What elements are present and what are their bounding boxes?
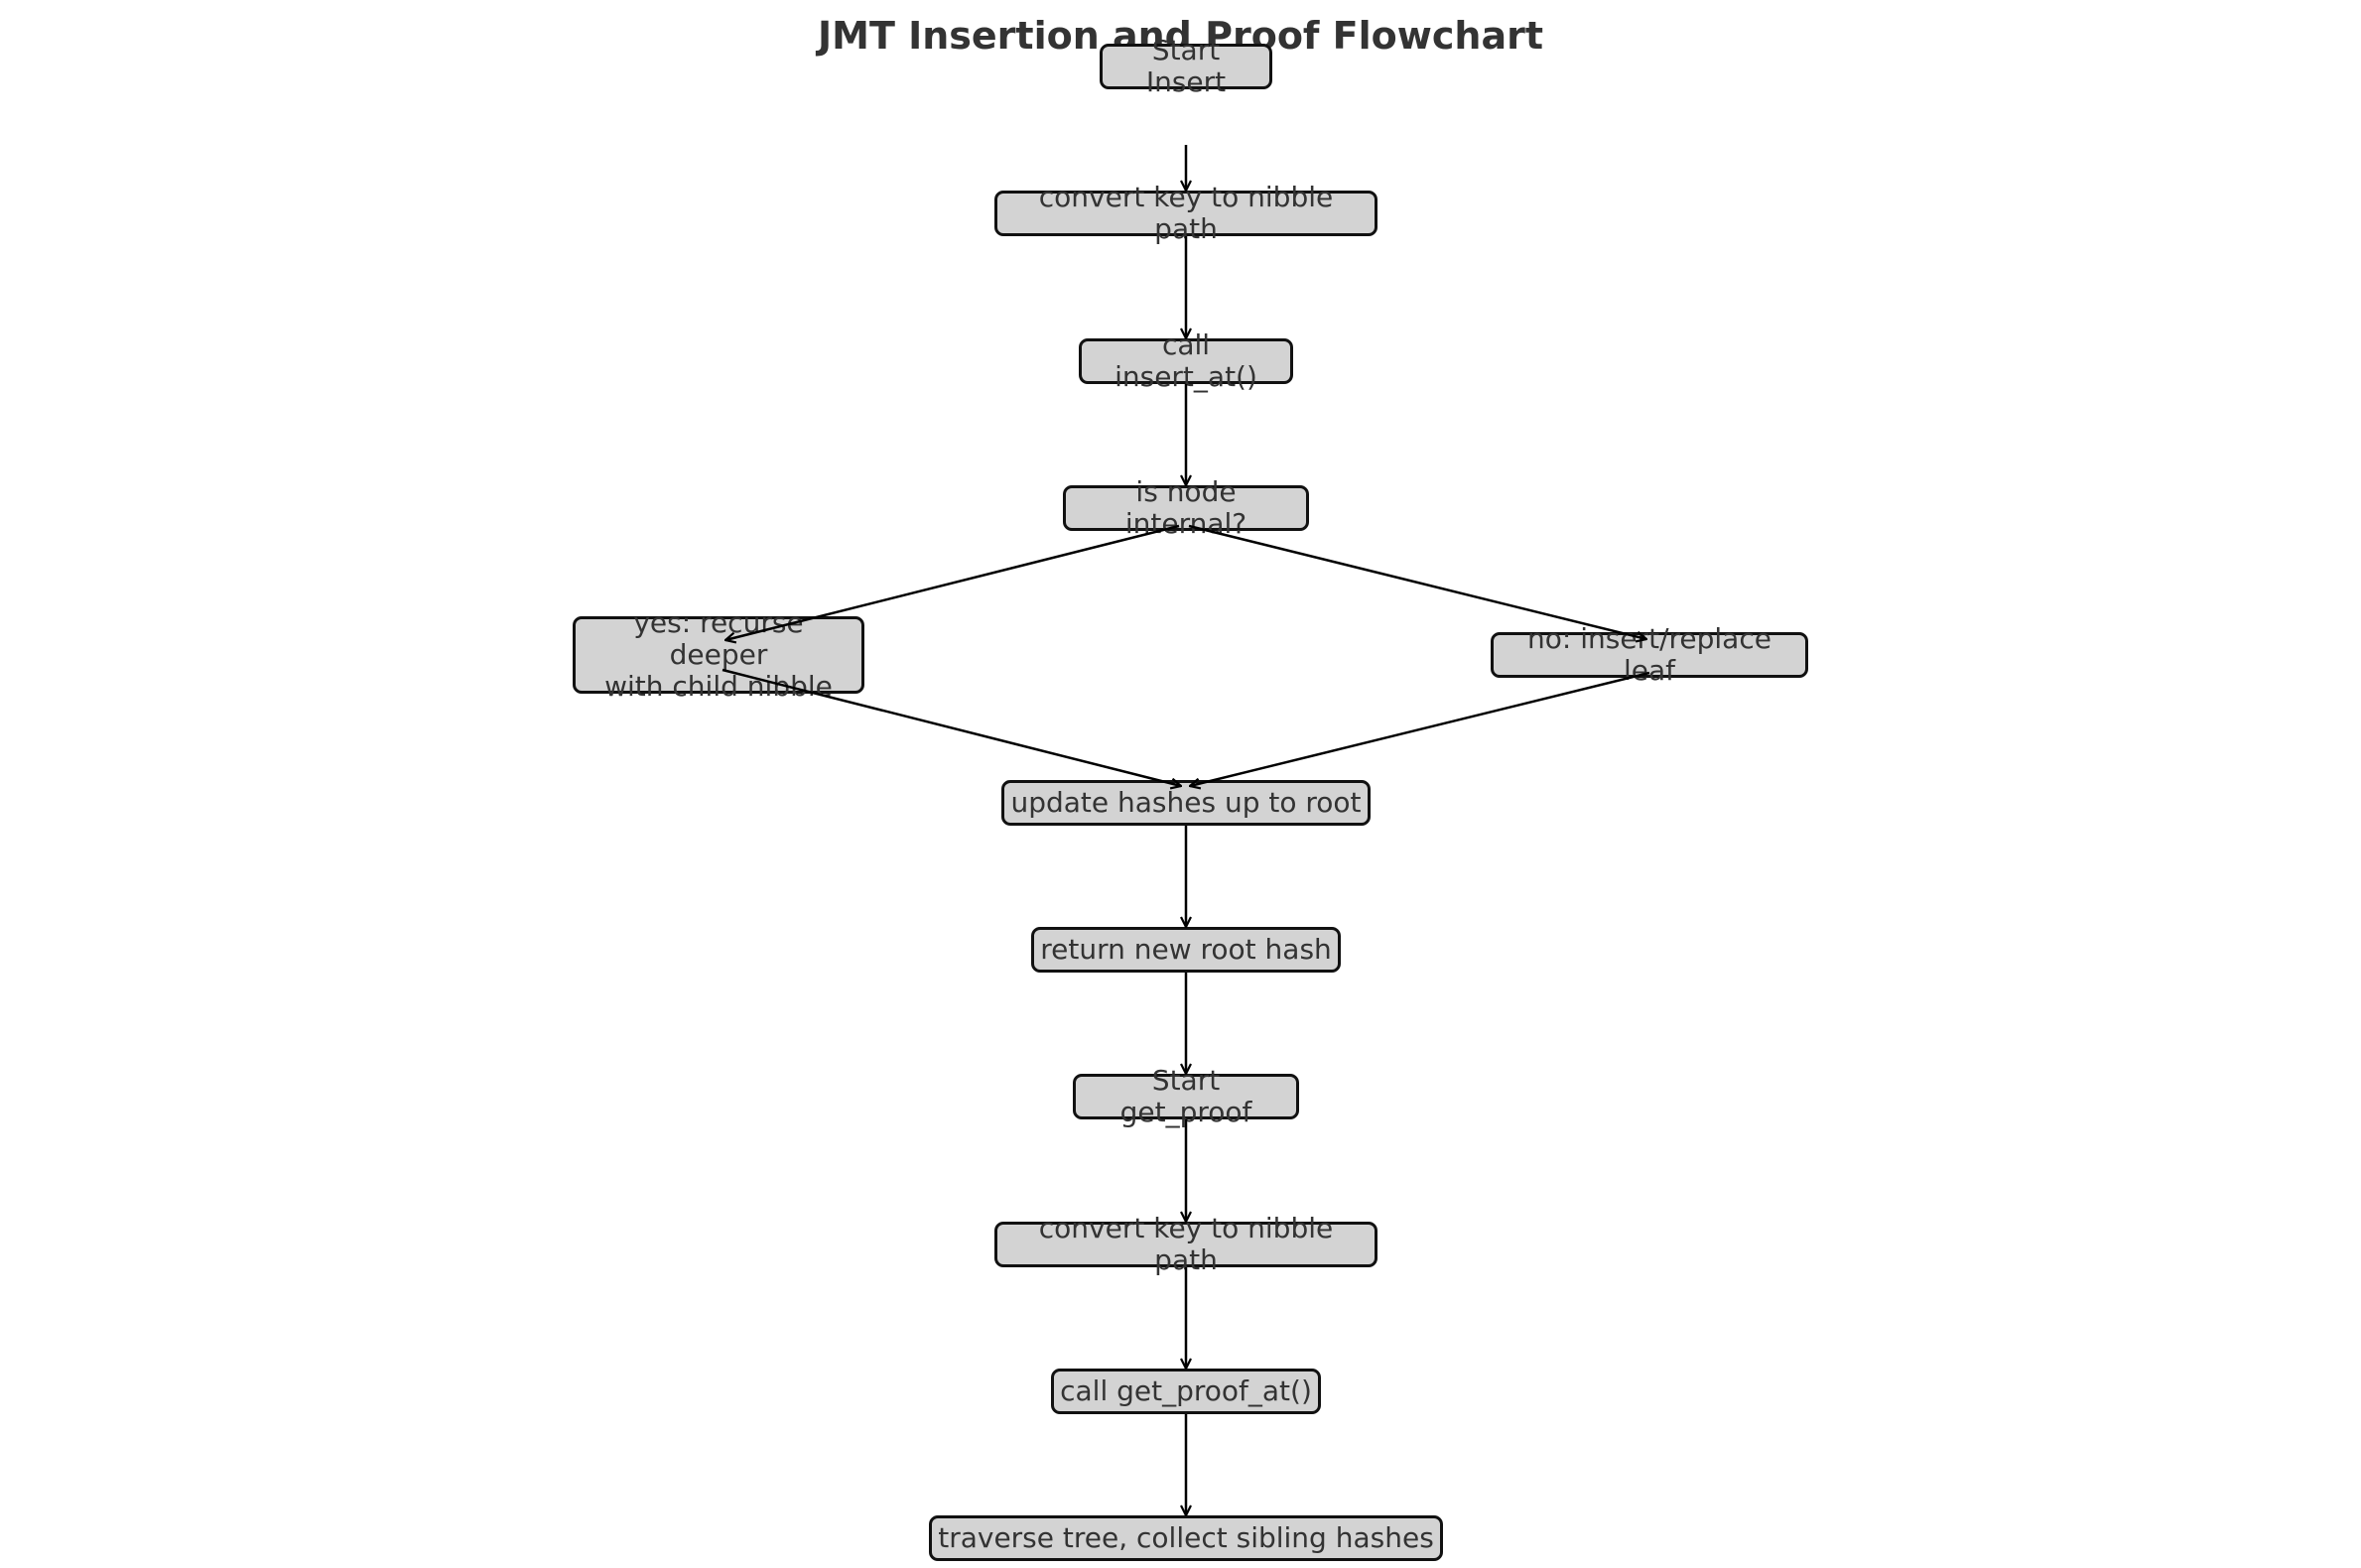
edge-yes-to-update: [721, 668, 1181, 786]
node-is-node-internal-decision: is node internal?: [1063, 476, 1309, 540]
node-update-hashes-up-to-root: update hashes up to root: [1001, 780, 1371, 826]
node-no-insert-replace-leaf: no: insert/replace leaf: [1491, 623, 1808, 687]
node-return-new-root-hash: return new root hash: [1031, 927, 1341, 973]
edge-decision-to-no: [1188, 524, 1646, 639]
node-start-get-proof: Start get_proof: [1073, 1065, 1299, 1128]
edge-decision-to-yes: [725, 524, 1180, 640]
node-call-get-proof-at: call get_proof_at(): [1051, 1369, 1321, 1414]
edge-no-to-update: [1190, 671, 1650, 786]
node-traverse-tree-collect-sibling-hashes: traverse tree, collect sibling hashes: [929, 1515, 1443, 1561]
